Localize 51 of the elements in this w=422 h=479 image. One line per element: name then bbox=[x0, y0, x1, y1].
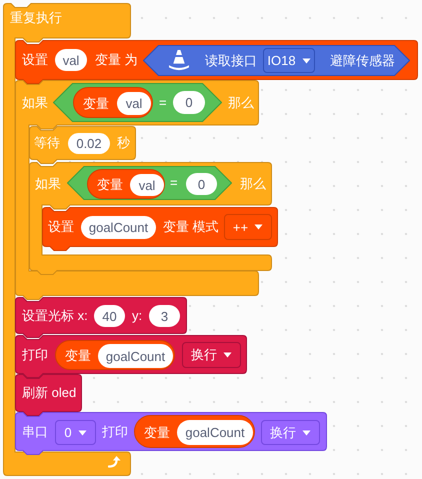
block-label: y: bbox=[132, 307, 142, 325]
value-input: goalCount bbox=[177, 420, 253, 445]
block-label: 变量 模式 bbox=[163, 218, 219, 236]
if-block bbox=[15, 80, 278, 301]
value-input: goalCount bbox=[98, 344, 173, 368]
block-label: 避障传感器 bbox=[330, 52, 395, 70]
block-label: 变量 bbox=[83, 94, 109, 112]
block-label: 变量 bbox=[65, 347, 91, 365]
print-block bbox=[15, 335, 247, 379]
refresh-block bbox=[15, 374, 82, 417]
set-variable-block bbox=[15, 40, 418, 85]
value-input: val bbox=[117, 92, 151, 115]
serial-print-block bbox=[15, 412, 327, 456]
block-label: 设置 bbox=[48, 218, 74, 236]
value-input: 0.02 bbox=[68, 133, 110, 154]
block-label: 刷新 oled bbox=[22, 384, 76, 402]
block-label: 串口 bbox=[22, 423, 48, 441]
dropdown-menu: 换行 bbox=[182, 342, 241, 368]
block-label: 如果 bbox=[35, 175, 61, 193]
set-cursor-block bbox=[15, 297, 187, 339]
block-label: 变量 bbox=[144, 424, 170, 442]
block-label: 重复执行 bbox=[10, 9, 62, 27]
value-input: val bbox=[130, 174, 164, 196]
block-label: 如果 bbox=[22, 94, 48, 112]
variable-reporter bbox=[134, 415, 255, 448]
variable-reporter bbox=[55, 340, 175, 370]
dropdown-menu: 换行 bbox=[261, 420, 320, 445]
block-label: 秒 bbox=[117, 134, 130, 152]
block-label: = bbox=[170, 174, 178, 192]
value-input: goalCount bbox=[81, 216, 156, 239]
block-label: 设置光标 x: bbox=[22, 307, 88, 325]
variable-reporter bbox=[73, 87, 153, 118]
block-label: 打印 bbox=[22, 346, 48, 364]
sensor-reporter-block bbox=[143, 45, 410, 76]
variable-reporter bbox=[87, 169, 165, 199]
block-label: 打印 bbox=[102, 423, 128, 441]
dropdown-menu: 0 bbox=[55, 420, 96, 445]
condition-block bbox=[67, 166, 232, 200]
block-label: 那么 bbox=[228, 94, 254, 112]
dropdown-menu: ++ bbox=[224, 214, 272, 240]
dropdown-menu: IO18 bbox=[263, 48, 315, 73]
wait-block bbox=[29, 126, 136, 165]
block-label: = bbox=[159, 94, 167, 112]
block-label: 变量 bbox=[97, 176, 123, 194]
block-label: 变量 为 bbox=[95, 51, 138, 69]
block-label: 设置 bbox=[22, 51, 48, 69]
set-variable-block bbox=[42, 207, 278, 252]
if-block bbox=[29, 162, 278, 276]
block-label: 等待 bbox=[34, 134, 60, 152]
block-label: 读取接口 bbox=[205, 52, 257, 70]
block-label: 那么 bbox=[240, 175, 266, 193]
